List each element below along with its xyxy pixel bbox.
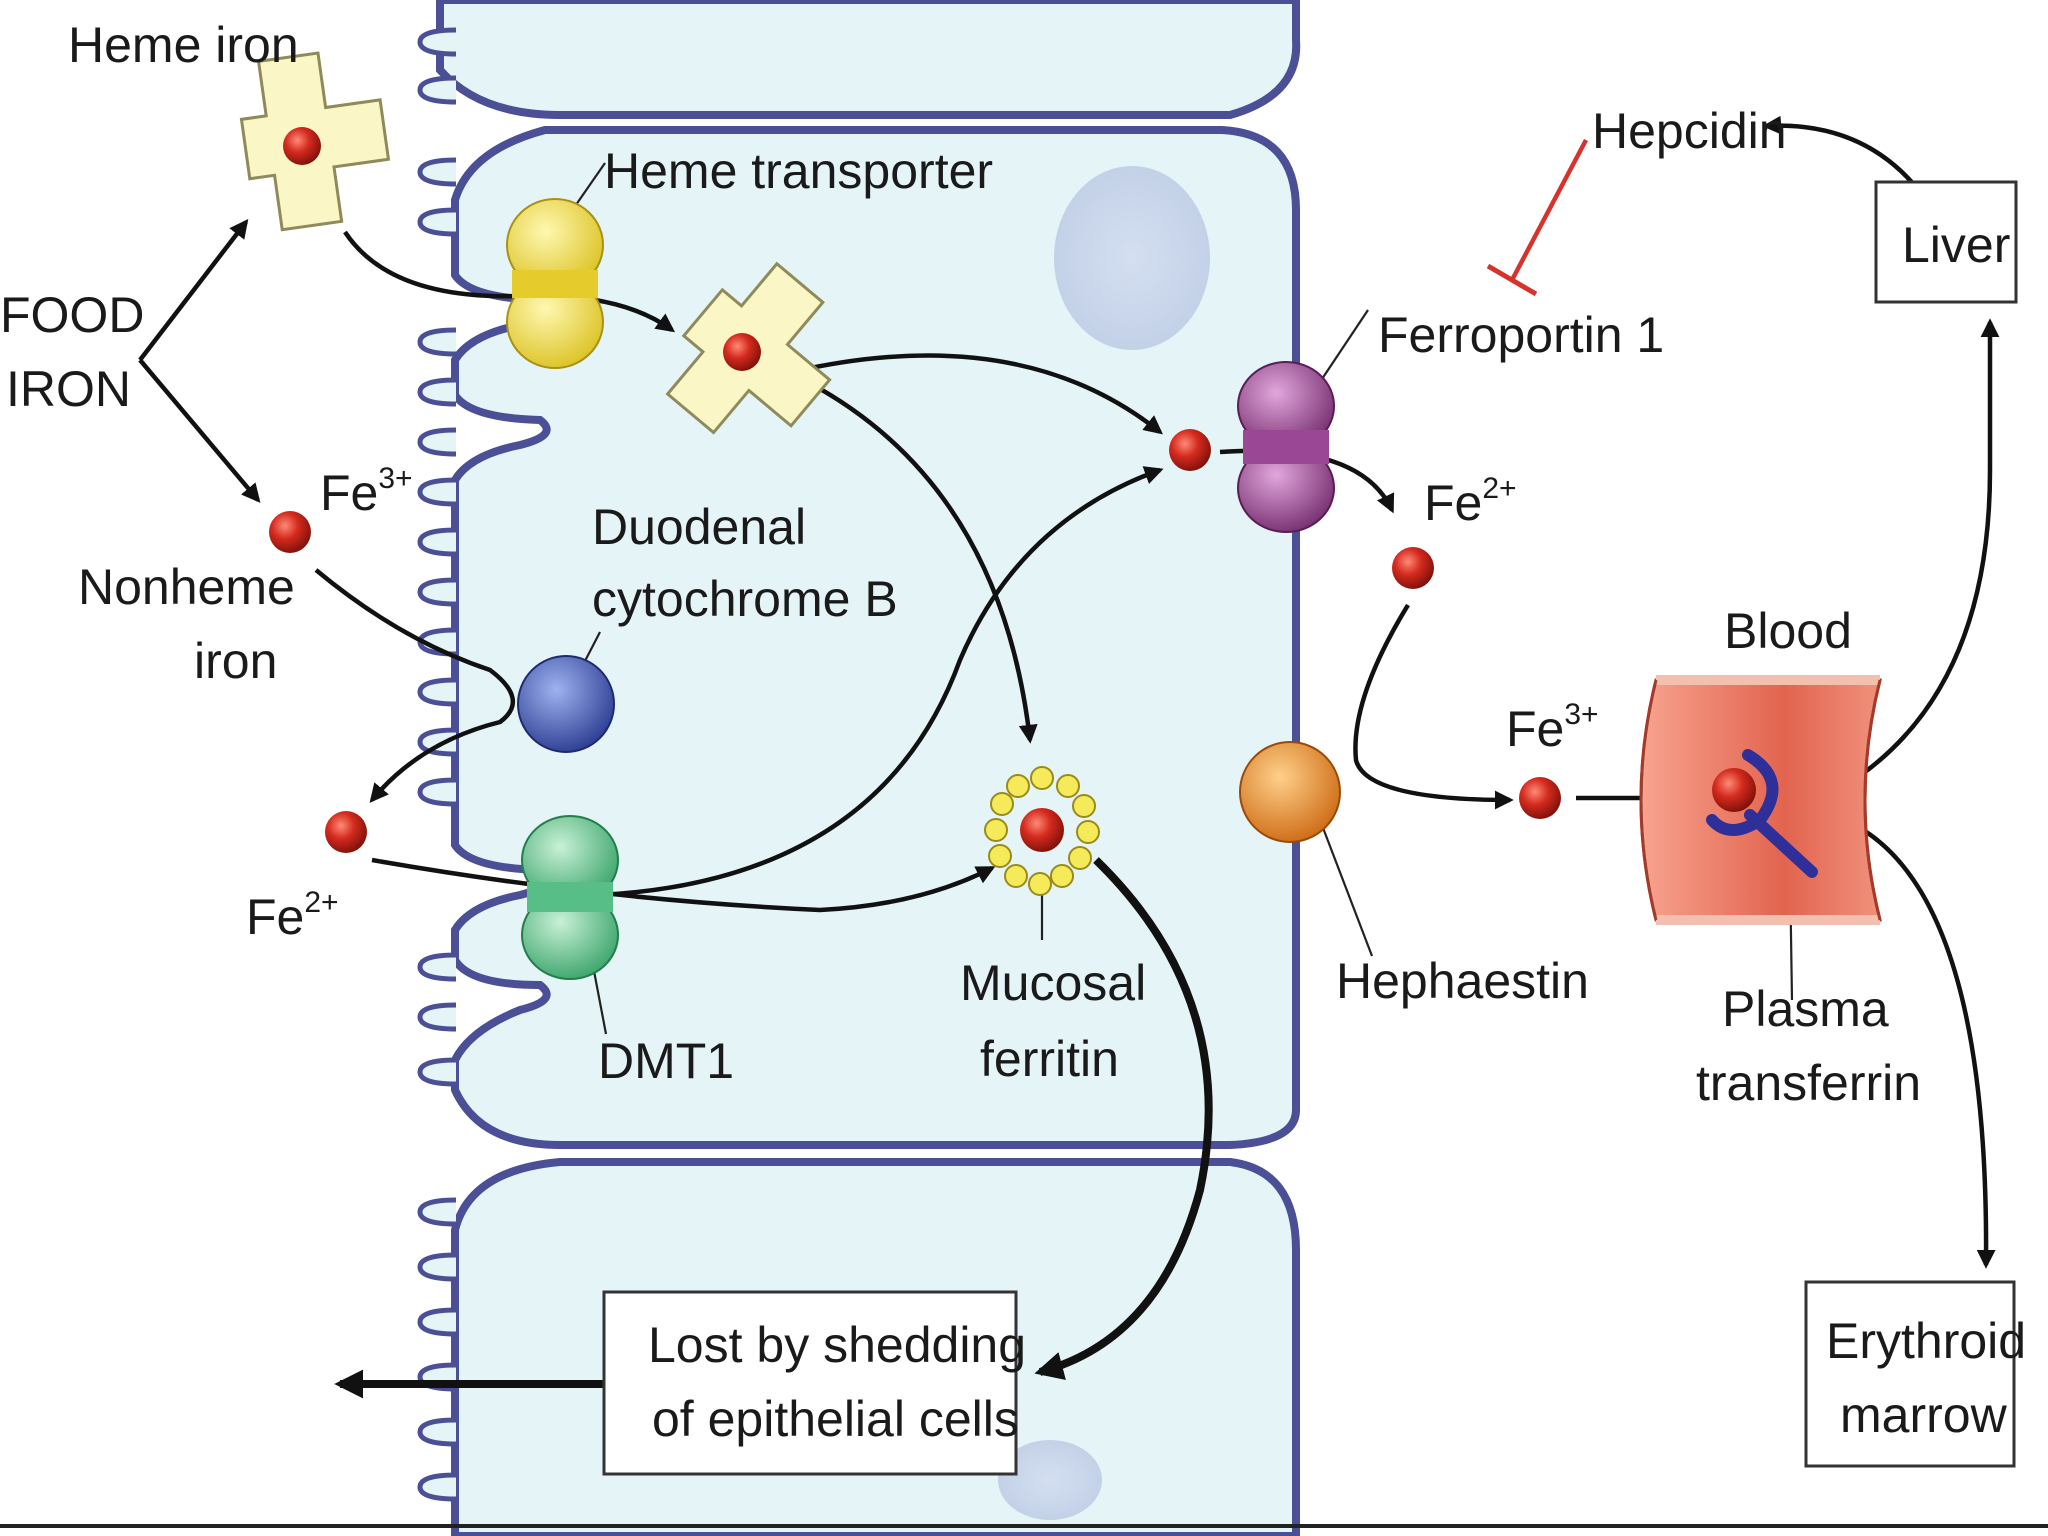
label-food-iron-1: FOOD (0, 287, 144, 343)
iron-at-ferroportin (1169, 429, 1211, 471)
hepcidin-inhibition (1510, 138, 1588, 282)
fe3-right-base: Fe (1506, 701, 1564, 757)
microvilli (417, 27, 457, 1502)
label-hepcidin: Hepcidin (1592, 103, 1787, 159)
label-erythroid-2: marrow (1840, 1387, 2008, 1443)
bottom-rule (0, 1524, 2048, 1528)
text-labels: Heme iron Heme transporter FOOD IRON Fe3… (0, 17, 2026, 1447)
label-liver: Liver (1902, 217, 2010, 273)
erythroid-marrow-box (1804, 1280, 2016, 1468)
label-hephaestin: Hephaestin (1336, 953, 1589, 1009)
label-fe2-right: Fe2+ (1424, 472, 1517, 531)
label-ferroportin: Ferroportin 1 (1378, 307, 1664, 363)
dmt1-transporter (521, 815, 619, 980)
fe3-left-base: Fe (320, 465, 378, 521)
label-dmt1: DMT1 (598, 1033, 734, 1089)
iron-fe3-nonheme (269, 511, 311, 553)
arrow-heme-to-ferroportin (791, 353, 1163, 435)
label-fe2-left: Fe2+ (246, 886, 339, 945)
arrow-food-to-nonheme (138, 358, 261, 503)
arrow-ferritin-shedding (1034, 857, 1213, 1380)
inhibition-bar (1486, 263, 1538, 297)
arrow-oxidation (1353, 603, 1514, 810)
label-duodenal-1: Duodenal (592, 499, 806, 555)
label-shedding-1: Lost by shedding (648, 1317, 1026, 1373)
liver-box (1874, 180, 2018, 304)
label-shedding-2: of epithelial cells (652, 1391, 1019, 1447)
label-nonheme-1: Nonheme (78, 559, 295, 615)
arrow-reduction (314, 568, 516, 803)
iron-fe2-lumen (325, 811, 367, 853)
heme-transporter (506, 198, 604, 369)
heme-iron-carrier (239, 51, 391, 232)
ferroportin-1 (1237, 361, 1335, 533)
plasma-transferrin (1706, 749, 1818, 878)
label-plasma-2: transferrin (1696, 1055, 1921, 1111)
label-heme-iron: Heme iron (68, 17, 299, 73)
label-nonheme-2: iron (194, 633, 277, 689)
blood-vessel (1639, 675, 1882, 925)
label-duodenal-2: cytochrome B (592, 571, 898, 627)
arrow-heme-to-ferritin (798, 375, 1038, 744)
fe2-right-sup: 2+ (1482, 472, 1516, 505)
heme-carrier-intracellular (665, 261, 832, 435)
label-erythroid-1: Erythroid (1826, 1313, 2026, 1369)
mucosal-ferritin (984, 766, 1100, 896)
arrow-food-to-heme (138, 219, 249, 362)
label-food-iron-2: IRON (6, 361, 131, 417)
hephaestin-protein (1239, 741, 1341, 843)
arrow-blood-to-liver (1836, 318, 2000, 792)
label-mucosal-2: ferritin (980, 1031, 1119, 1087)
fe2-left-sup: 2+ (304, 886, 338, 919)
nucleus-lower (998, 1440, 1102, 1520)
fe3-right-sup: 3+ (1564, 698, 1598, 731)
arrow-dmt1-to-ferritin (371, 857, 996, 913)
label-blood: Blood (1724, 603, 1852, 659)
upper-cell (436, 0, 1301, 119)
fe2-left-base: Fe (246, 889, 304, 945)
iron-fe3-exported (1519, 777, 1561, 819)
label-heme-transporter: Heme transporter (604, 143, 993, 199)
label-plasma-1: Plasma (1722, 981, 1889, 1037)
shedding-box (602, 1290, 1018, 1476)
arrow-dmt1-to-ferroportin (599, 466, 1164, 898)
duodenal-cytochrome-b (517, 655, 615, 753)
nucleus-main (1054, 166, 1210, 350)
label-fe3-left: Fe3+ (320, 462, 413, 521)
iron-fe2-exported (1392, 547, 1434, 589)
label-fe3-right: Fe3+ (1506, 698, 1599, 757)
fe3-left-sup: 3+ (378, 462, 412, 495)
fe2-right-base: Fe (1424, 475, 1482, 531)
label-mucosal-1: Mucosal (960, 955, 1146, 1011)
